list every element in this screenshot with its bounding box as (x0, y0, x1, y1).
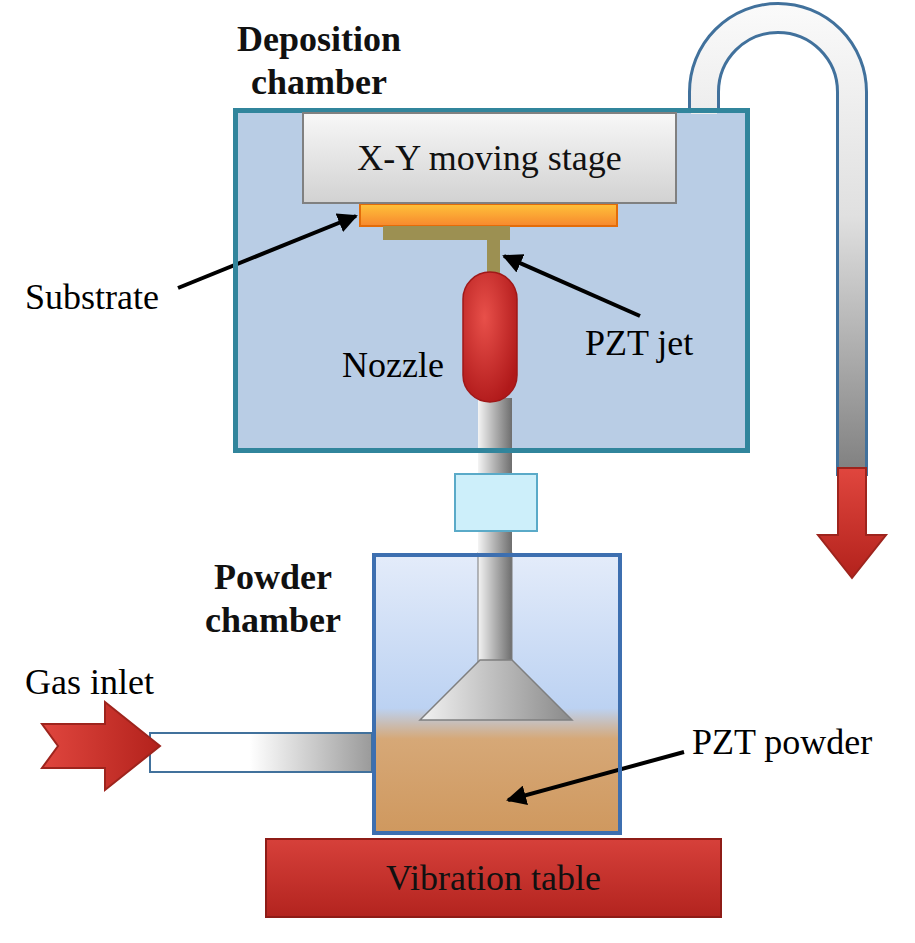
chamber-heading: Powder chamber (198, 556, 348, 642)
part-label: PZT powder (692, 722, 872, 762)
part-label: Gas inlet (25, 662, 154, 702)
chamber-fill (233, 108, 750, 453)
chamber-heading: Deposition chamber (219, 18, 419, 104)
pzt-jet (487, 226, 500, 274)
vibration-table: Vibration table (265, 838, 722, 918)
feed-tube (478, 553, 512, 663)
exhaust-pipe (704, 18, 852, 478)
part-label: PZT jet (585, 323, 693, 363)
tube-coupling (455, 474, 537, 531)
powder-chamber-fill (372, 553, 622, 835)
powder-chamber: Powder chamber (372, 553, 622, 835)
exhaust-arrow (818, 468, 886, 578)
part-label: Nozzle (342, 345, 444, 385)
leader-line (504, 256, 640, 316)
feed-tube (478, 398, 512, 454)
gas-inlet-tube (150, 733, 372, 772)
box-label: X-Y moving stage (357, 138, 622, 178)
nozzle-shape (463, 272, 517, 402)
leader-line (508, 752, 684, 800)
moving-stage: X-Y moving stage (302, 112, 677, 204)
leader-line (178, 216, 356, 288)
suction-funnel (420, 660, 572, 720)
box-label: Vibration table (386, 858, 601, 898)
part-label: Substrate (25, 277, 159, 317)
deposition-chamber: X-Y moving stageDeposition chamber (233, 108, 750, 453)
exhaust-pipe-outline (704, 18, 852, 476)
gas-inlet-arrow (42, 702, 160, 790)
substrate-plate (360, 204, 617, 226)
